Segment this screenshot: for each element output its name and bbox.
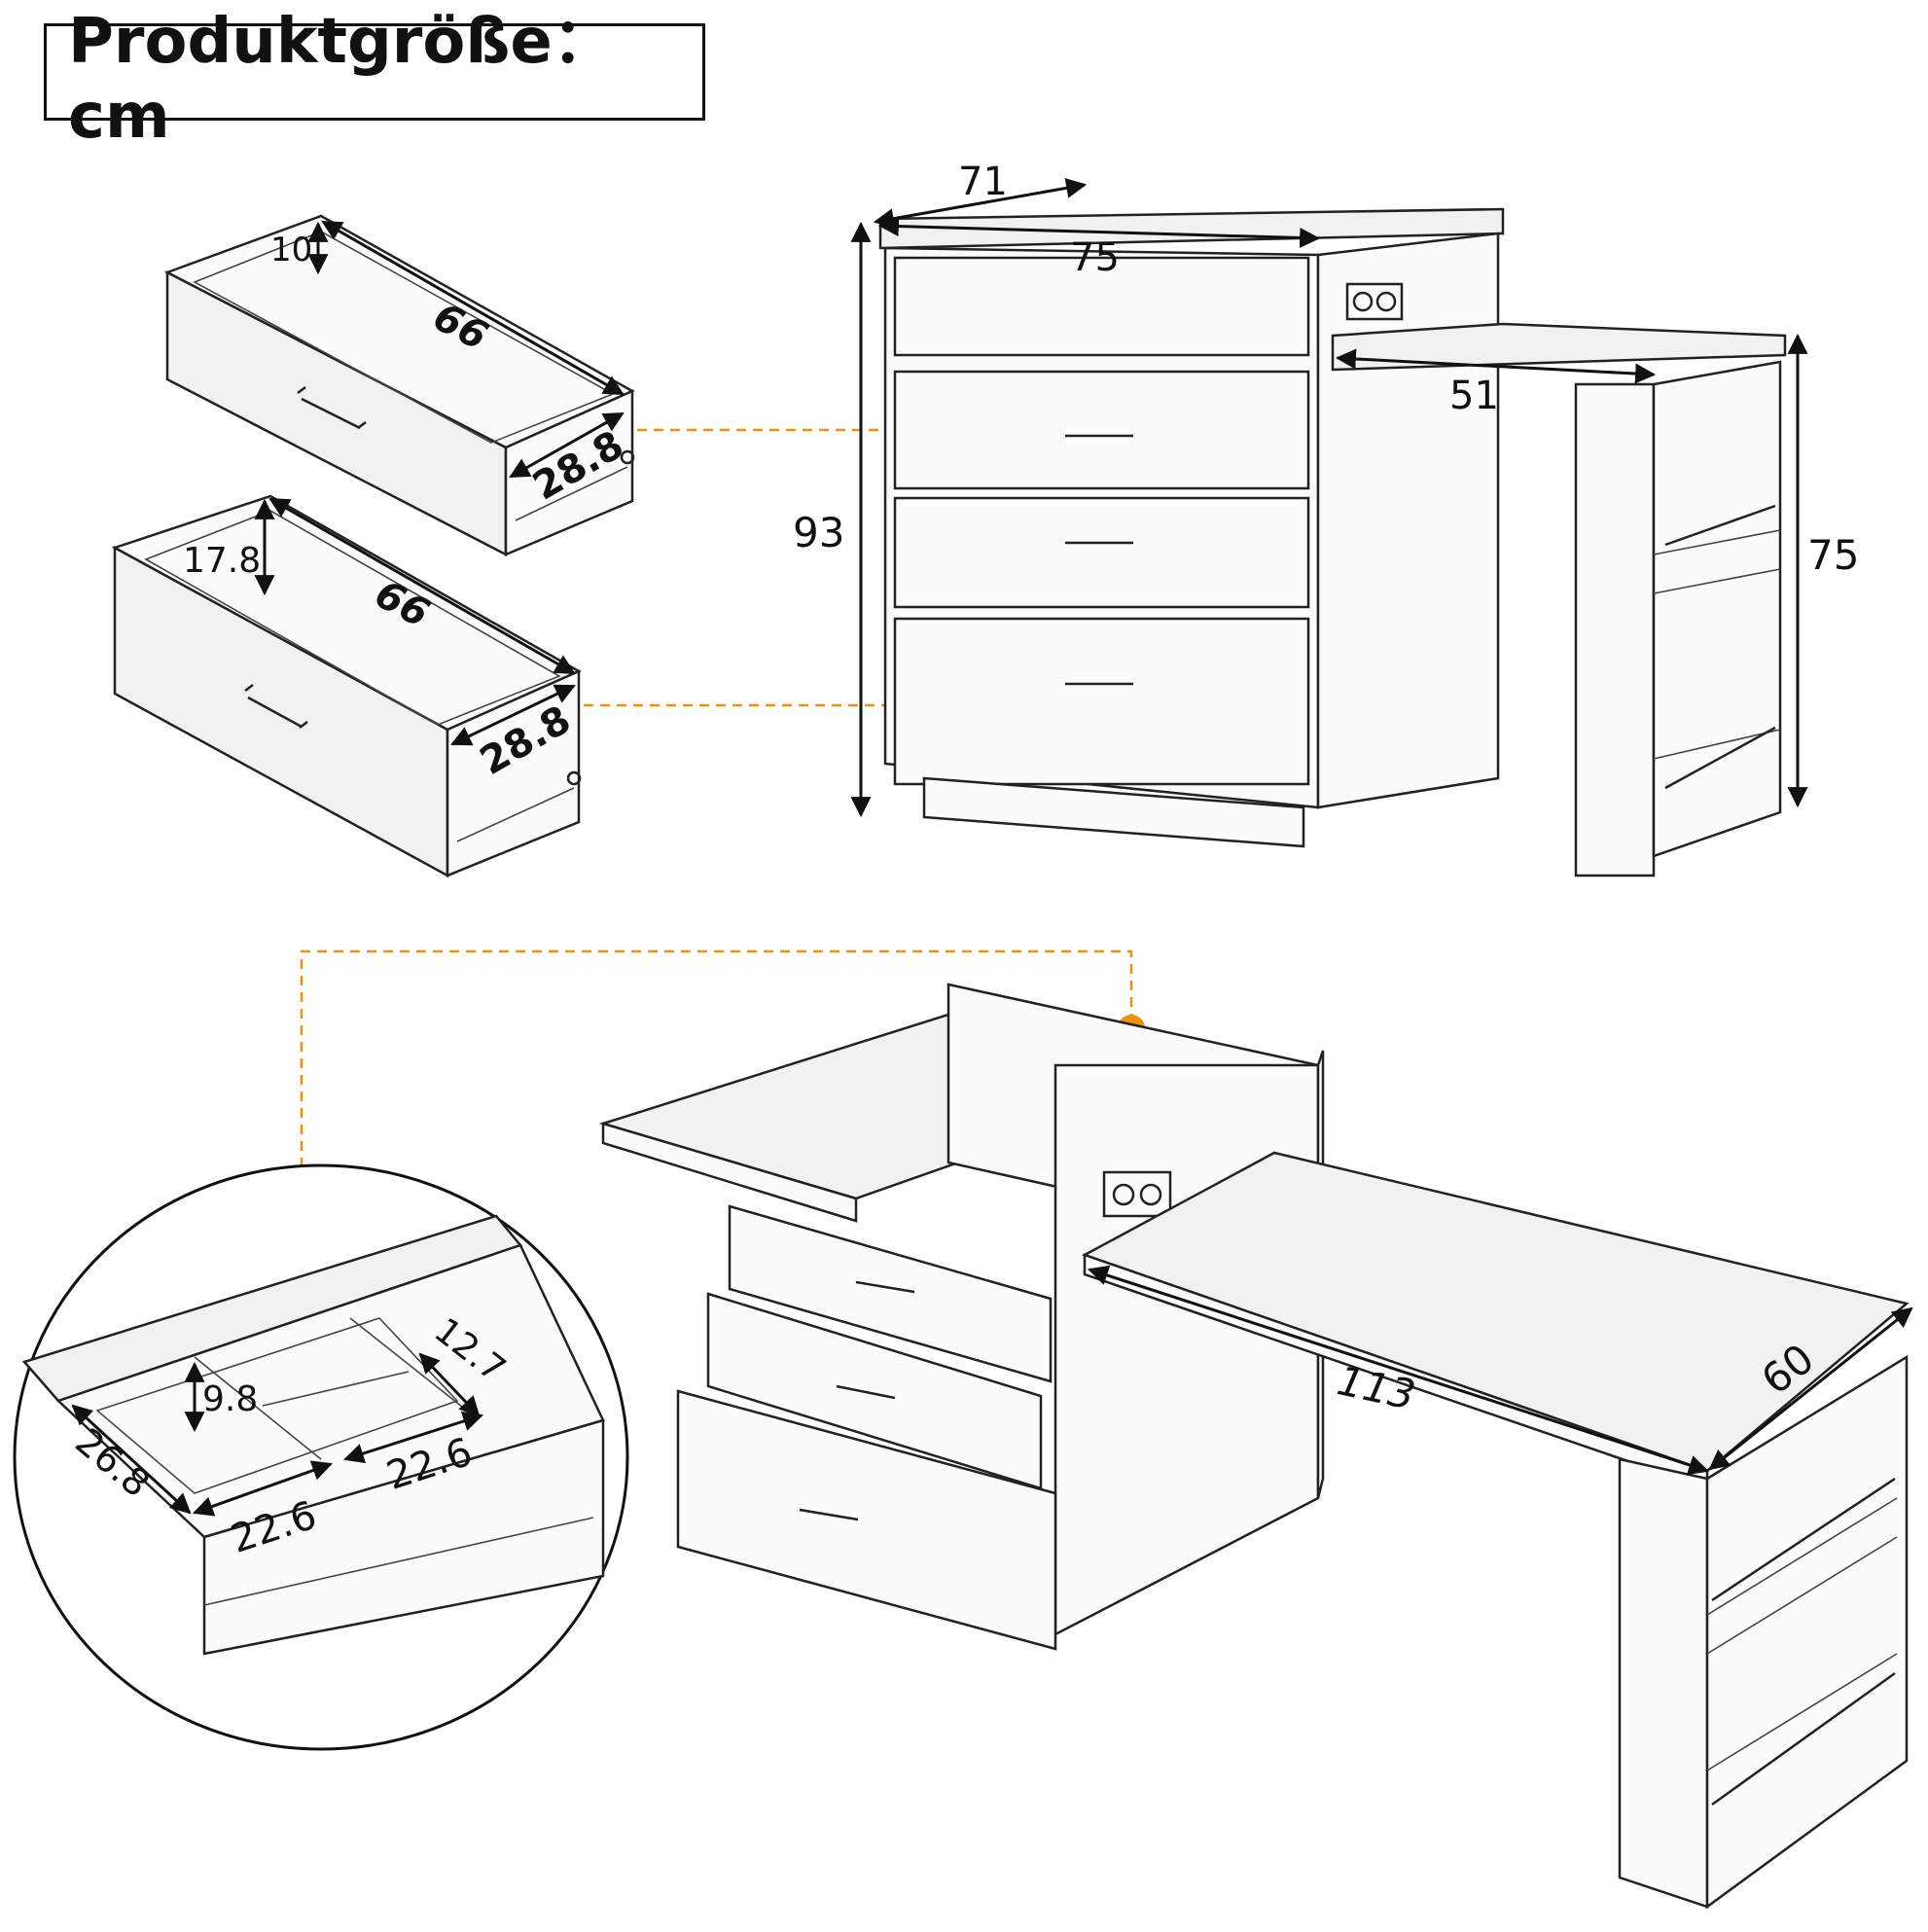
drawer-top-height-label: 10 — [270, 231, 312, 269]
power-outlet-icon — [1345, 282, 1404, 321]
compartment-height-label: 9.8 — [202, 1379, 258, 1419]
cabinet-front-illustration — [878, 207, 1787, 877]
drawer-handle-icon — [799, 1280, 915, 1521]
cabinet-height-label: 93 — [793, 509, 844, 556]
power-outlet-icon — [1102, 1170, 1172, 1218]
table-extension-label: 51 — [1449, 374, 1499, 418]
cabinet-width-label: 75 — [1070, 235, 1120, 280]
table-height-label: 75 — [1807, 531, 1859, 579]
extended-desk-illustration — [598, 983, 1910, 1910]
drawer-bottom-height-label: 17.8 — [183, 541, 261, 581]
drawer-handle-icon — [1065, 434, 1133, 686]
compartment-detail-illustration — [13, 1163, 629, 1751]
cabinet-depth-label: 71 — [958, 160, 1008, 204]
